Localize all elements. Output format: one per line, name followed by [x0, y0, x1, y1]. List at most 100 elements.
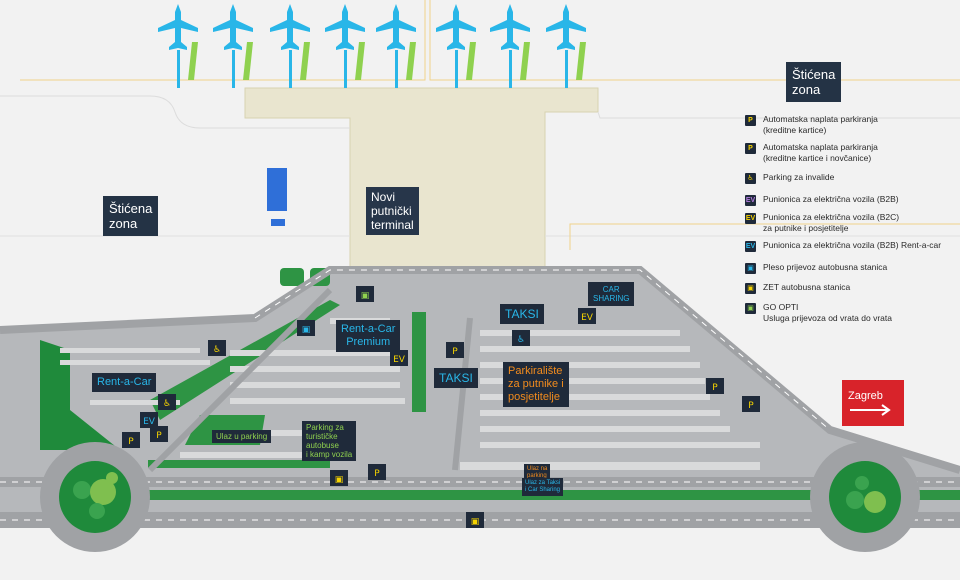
bus-parking-label: Parking za turističke autobuse i kamp vo… [302, 421, 357, 461]
zone-right-line1: Štićena [792, 67, 836, 82]
aircraft-stands [158, 4, 586, 88]
legend-text: Automatska naplata parkiranja [763, 142, 878, 152]
bus-parking-line2: turističke [306, 432, 338, 441]
disabled-parking-icon: ♿ [745, 173, 756, 184]
bus-parking-line4: i kamp vozila [306, 450, 353, 459]
car-sharing-line1: CAR [602, 285, 620, 294]
legend-text: Automatska naplata parkiranja [763, 114, 878, 124]
legend-text: Punionica za električna vozila (B2B) [763, 194, 899, 204]
right-arrow-icon [850, 404, 891, 416]
terminal-line2: putnički [371, 204, 412, 218]
zet-bus-marker: ▣ [466, 512, 484, 528]
svg-text:♿: ♿ [213, 345, 221, 355]
car-sharing-line2: SHARING [593, 294, 630, 303]
zone-right-line2: zona [792, 82, 821, 97]
disabled-marker: ♿ [208, 340, 226, 356]
airplane-icon [325, 4, 365, 88]
go-opti-marker: ▣ [356, 286, 374, 302]
ev-marker: EV [390, 350, 408, 366]
legend-text: za putnike i posjetitelje [763, 223, 849, 233]
airplane-icon [270, 4, 310, 88]
ev-b2c-icon: EV [745, 213, 756, 224]
svg-text:♿: ♿ [517, 335, 525, 345]
taxi-label-mid: TAKSI [434, 368, 478, 388]
roundabout-west [40, 442, 150, 552]
taxi-label-top: TAKSI [500, 304, 544, 324]
airplane-icon [376, 4, 416, 88]
passenger-parking-line1: Parkiralište [508, 365, 563, 377]
terminal-line1: Novi [371, 190, 396, 204]
legend-text: (kreditne kartice) [763, 125, 827, 135]
passenger-parking-line2: za putnike i [508, 378, 564, 390]
payment-marker: P [706, 378, 724, 394]
zone-left-line2: zona [109, 216, 138, 231]
bus-parking-line3: autobuse [306, 441, 339, 450]
svg-text:▣: ▣ [302, 325, 311, 335]
bus-parking-line1: Parking za [306, 423, 344, 432]
parking-entry-line1: Ulaz na [527, 466, 548, 472]
card-cash-parking-icon: P [745, 143, 756, 154]
terminal-line3: terminal [371, 218, 414, 232]
taxi-entry-line2: i Car Sharing [525, 487, 561, 493]
zet-bus-marker: ▣ [330, 470, 348, 486]
taxi-entry-line1: Ulaz za Taksi [525, 480, 561, 486]
zone-left-line1: Štićena [109, 201, 153, 216]
svg-text:P: P [748, 401, 754, 411]
airplane-icon [546, 4, 586, 88]
parking-entry-line2: parking [527, 473, 547, 479]
legend-item: ♿ Parking za invalide [745, 172, 835, 184]
legend-text: ZET autobusna stanica [763, 282, 851, 292]
remote-stand-block [267, 168, 287, 211]
legend-text: GO OPTI [763, 302, 799, 312]
taxi-entry-label: Ulaz za Taksi i Car Sharing [522, 478, 564, 496]
legend-item: EV Punionica za električna vozila (B2C)za… [745, 212, 899, 234]
zagreb-label: Zagreb [848, 390, 883, 402]
service-road-left [0, 95, 350, 129]
legend-text: Parking za invalide [763, 172, 835, 182]
svg-text:EV: EV [143, 417, 156, 427]
rent-a-car-premium-label: Rent-a-Car Premium [336, 320, 401, 352]
svg-text:P: P [156, 431, 162, 441]
legend-item: ▣ZET autobusna stanica [745, 282, 851, 294]
terminal-building [244, 87, 599, 271]
secured-zone-right: Štićena zona [786, 62, 842, 102]
svg-text:P: P [374, 469, 380, 479]
pleso-bus-icon: ▣ [745, 263, 756, 274]
roundabout-east [810, 442, 920, 552]
apron-boundary [20, 0, 960, 81]
svg-text:▣: ▣ [361, 291, 370, 301]
airplane-icon [490, 4, 530, 88]
passenger-parking-line3: posjetitelje [508, 391, 560, 403]
payment-marker: P [742, 396, 760, 412]
pleso-bus-marker: ▣ [297, 320, 315, 336]
legend-text: Punionica za električna vozila (B2C) [763, 212, 900, 222]
rac-premium-line2: Premium [346, 336, 391, 348]
airplane-icon [436, 4, 476, 88]
parking-entrance-label: Ulaz u parking [212, 430, 272, 443]
ev-marker: EV [578, 308, 596, 324]
ev-rent-icon: EV [745, 241, 756, 252]
ev-b2b-icon: EV [745, 195, 756, 206]
green-strip-west [40, 340, 120, 450]
car-sharing-label: CAR SHARING [588, 282, 635, 306]
legend-item: ▣ Pleso prijevoz autobusna stanica [745, 262, 888, 274]
svg-text:EV: EV [581, 313, 594, 323]
rac-premium-line1: Rent-a-Car [341, 323, 396, 335]
payment-marker: P [446, 342, 464, 358]
svg-text:EV: EV [393, 355, 406, 365]
legend-text: Usluga prijevoza od vrata do vrata [763, 313, 892, 323]
parking-rows [60, 318, 760, 470]
svg-text:P: P [452, 347, 458, 357]
remote-stand-small [271, 219, 285, 226]
legend-text: Pleso prijevoz autobusna stanica [763, 262, 888, 272]
payment-marker: P [368, 464, 386, 480]
secured-zone-left: Štićena zona [103, 196, 159, 236]
terminal-label: Novi putnički terminal [366, 187, 419, 235]
service-road-right [597, 111, 960, 119]
